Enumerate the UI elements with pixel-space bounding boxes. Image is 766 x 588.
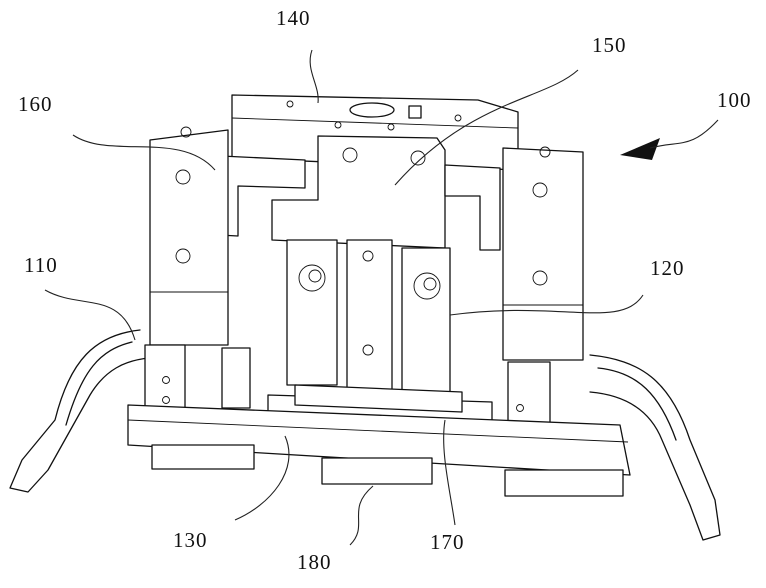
label-170: 170	[430, 530, 465, 554]
cylinder-body	[286, 239, 451, 394]
label-140: 140	[276, 6, 311, 30]
label-120: 120	[650, 256, 685, 280]
label-180: 180	[297, 550, 332, 574]
bottom-pad	[151, 444, 624, 497]
left-finger	[9, 329, 251, 493]
label-130: 130	[173, 528, 208, 552]
right-jaw-column	[502, 146, 584, 361]
assembly-arrow-icon	[620, 138, 660, 160]
top-plate	[231, 94, 519, 171]
base-plate	[127, 404, 631, 476]
label-100: 100	[717, 88, 752, 112]
label-110: 110	[24, 253, 58, 277]
label-150: 150	[592, 33, 627, 57]
leader-lines	[44, 49, 719, 546]
label-160: 160	[18, 92, 53, 116]
left-jaw-column	[149, 126, 229, 346]
